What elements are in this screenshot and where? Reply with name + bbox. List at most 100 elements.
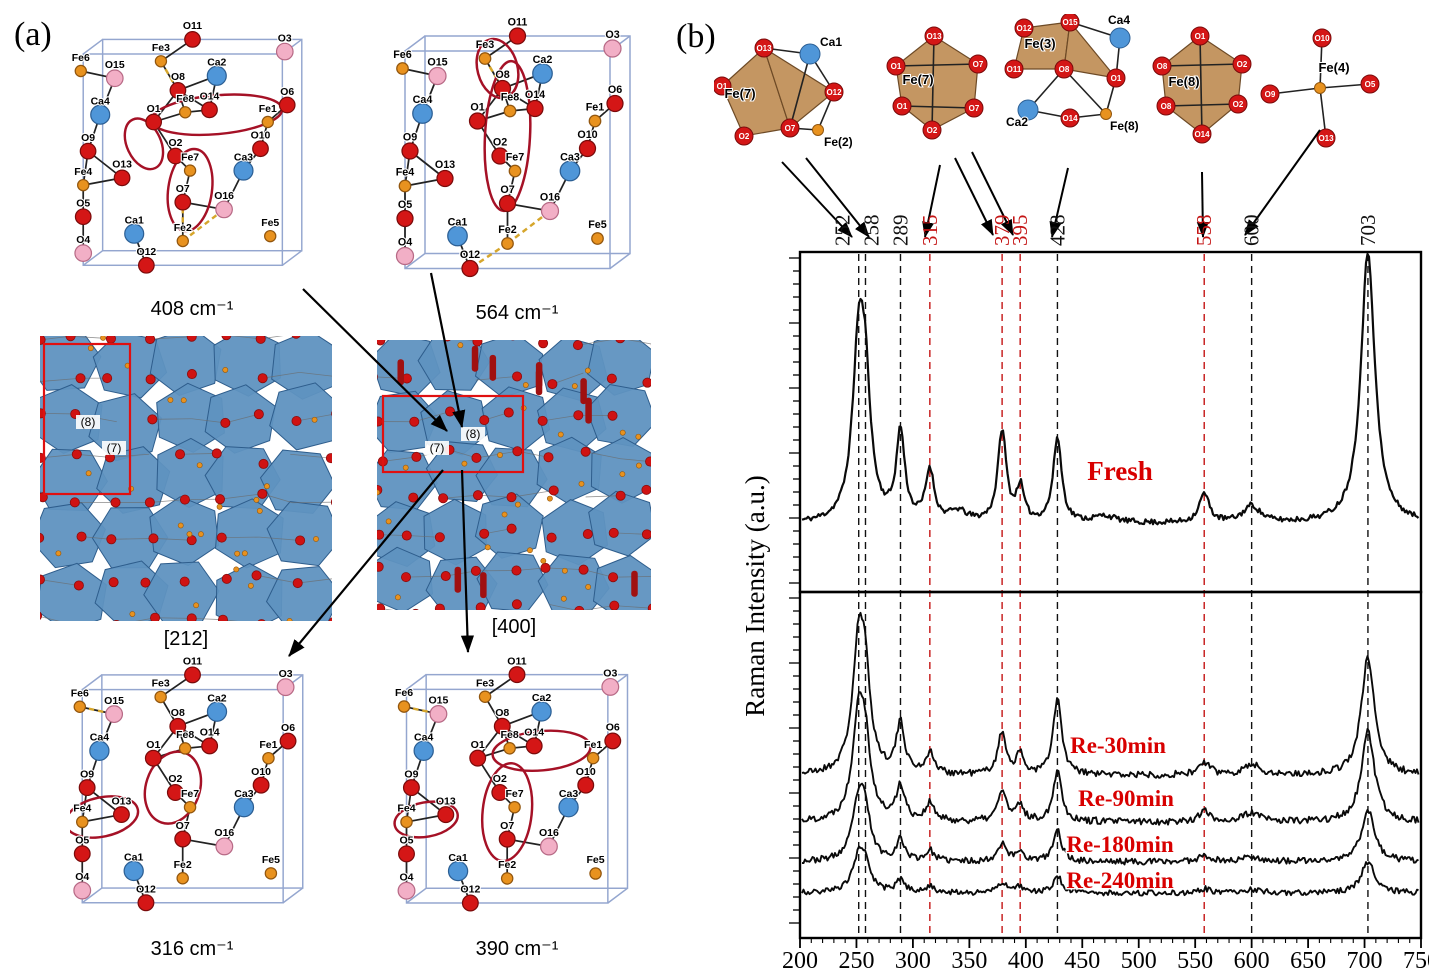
label: Fe1	[586, 102, 605, 114]
label: Ca2	[532, 692, 551, 704]
label: Fe6	[71, 687, 89, 699]
label: O11	[508, 17, 528, 29]
trace-label-fresh: Fresh	[1087, 456, 1153, 486]
atom-o2	[1232, 54, 1252, 74]
label: 315	[918, 215, 942, 247]
atom-ca2	[1017, 99, 1039, 121]
label: Fe1	[259, 739, 277, 751]
atom-fe6	[73, 700, 87, 713]
label: O14	[200, 92, 220, 103]
caption-316: 316 cm⁻¹	[150, 938, 234, 960]
atom-fe5	[589, 867, 602, 880]
label: O14	[200, 727, 220, 739]
label: O1	[147, 104, 161, 115]
atom-ca2	[206, 701, 228, 722]
label: O2	[1237, 60, 1248, 69]
atom-o7	[174, 193, 192, 211]
label: O13	[112, 160, 132, 171]
label: O6	[280, 87, 294, 98]
atom-o1	[144, 749, 162, 767]
panel-b-label: (b)	[676, 18, 716, 55]
atom-o4	[397, 881, 416, 900]
label: O8	[495, 707, 509, 719]
panel-a-label: (a)	[14, 16, 52, 53]
x-axis: 200250300350400450500550600650700750	[782, 938, 1429, 974]
atom-o9	[1260, 84, 1280, 104]
cluster-bonds	[895, 35, 979, 131]
label: O11	[1007, 65, 1022, 74]
label: O4	[76, 235, 90, 246]
label: O16	[214, 827, 234, 839]
label: 395	[1008, 215, 1032, 247]
atom-fe6	[74, 64, 87, 78]
label: O8	[1161, 102, 1172, 111]
label: Fe3	[152, 678, 170, 690]
atom-ca3	[559, 160, 581, 182]
label: Fe6	[393, 49, 412, 61]
label: Ca4	[413, 94, 433, 106]
label: Fe(8)	[1110, 119, 1139, 133]
label: Fe8	[176, 94, 194, 105]
label: O10	[1314, 34, 1330, 43]
atom-fe2	[176, 872, 189, 885]
label: 200	[782, 948, 818, 974]
trace-re-180min	[801, 782, 1419, 866]
label: Fe1	[584, 739, 602, 751]
label: Fe4	[396, 167, 415, 179]
atom-o3	[275, 42, 294, 61]
atom-o3	[276, 678, 295, 697]
label: Fe7	[506, 152, 525, 164]
unit-cell-box	[404, 35, 631, 270]
label: O10	[251, 766, 271, 778]
atom-fe7	[508, 164, 522, 178]
label: O8	[171, 72, 185, 83]
atom-ca3	[233, 160, 254, 181]
atom-o9	[401, 142, 419, 160]
label: O9	[80, 768, 94, 780]
atom-o12	[824, 82, 844, 102]
label: O8	[495, 69, 509, 81]
label: 350	[951, 948, 987, 974]
atom-o9	[78, 779, 96, 797]
label: O12	[460, 249, 480, 261]
label: O5	[398, 199, 412, 211]
atom-o6	[604, 732, 622, 750]
label: 750	[1403, 948, 1429, 974]
atom-o2	[1228, 94, 1248, 114]
label: 300	[895, 948, 931, 974]
atom-fe8	[503, 104, 517, 118]
atom-o10	[1312, 28, 1332, 48]
atom-o14	[525, 737, 543, 755]
atom-o10	[577, 776, 595, 794]
label: O2	[493, 137, 507, 149]
atom-o12	[461, 259, 479, 278]
label: O16	[539, 827, 559, 839]
label: O12	[136, 883, 156, 895]
atom-o6	[606, 94, 624, 113]
atom-ca1	[447, 860, 469, 882]
atom-o13	[113, 169, 131, 187]
caption-564: 564 cm⁻¹	[475, 302, 559, 324]
label: 289	[888, 215, 912, 247]
packing-svg: (8)(7)	[40, 336, 332, 621]
caption-408: 408 cm⁻¹	[150, 298, 234, 320]
atom-o1	[1190, 26, 1210, 46]
label: (7)	[430, 441, 445, 455]
label: O4	[399, 871, 413, 883]
atom-o1	[886, 56, 906, 76]
atom-o13	[112, 806, 130, 824]
label: (8)	[81, 415, 96, 429]
label: O1	[891, 62, 902, 71]
atom-fe2	[176, 234, 189, 248]
label: Fe(2)	[824, 135, 853, 149]
atom-o5	[73, 845, 91, 863]
label: O7	[176, 184, 190, 195]
peak-marker-lines	[858, 254, 1369, 936]
label: Fe7	[181, 152, 199, 163]
